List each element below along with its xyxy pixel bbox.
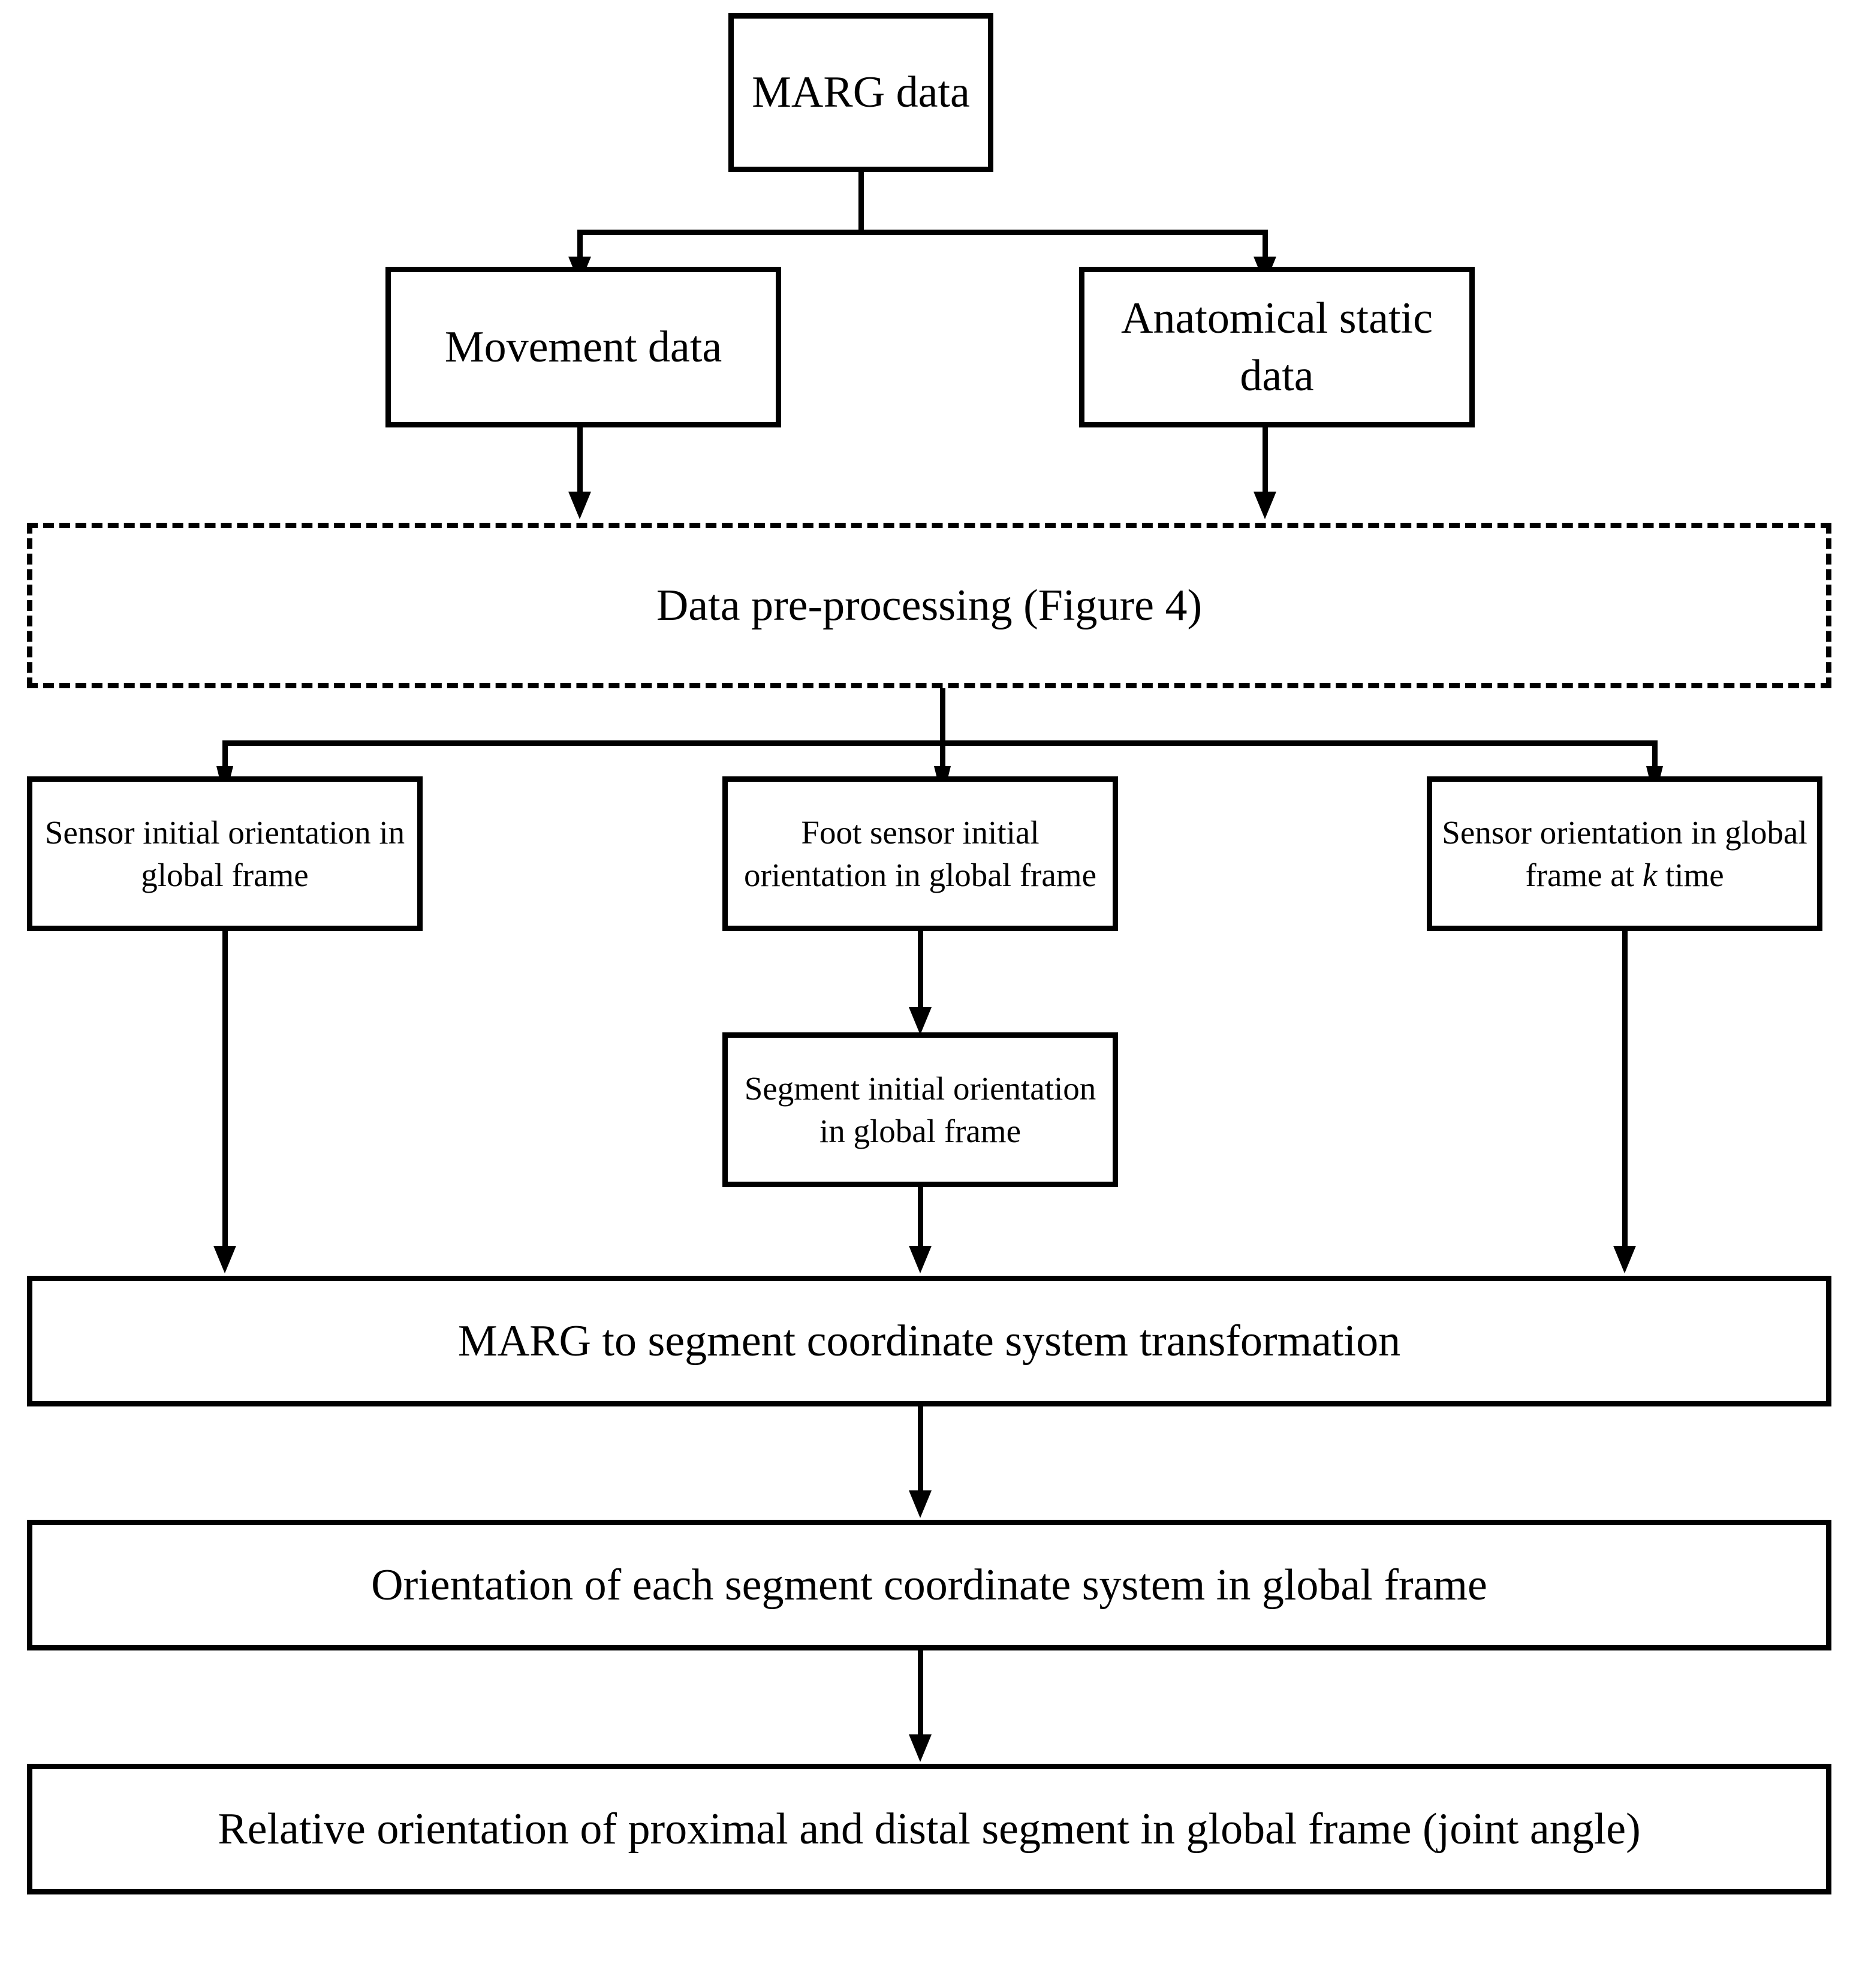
node-relative-orientation-label: Relative orientation of proximal and dis… — [218, 1804, 1641, 1854]
edge-sensor-initial-to-transform — [222, 931, 228, 1249]
edge-marg-stem — [858, 172, 864, 235]
node-segment-initial-orientation-label: Segment initial orientation in global fr… — [744, 1070, 1096, 1150]
arrowhead-segment-initial-to-transform — [909, 1246, 932, 1273]
arrowhead-sensor-initial-to-transform — [213, 1246, 236, 1273]
node-sensor-orientation-k-label: Sensor orientation in global frame at k … — [1432, 811, 1817, 897]
node-relative-orientation: Relative orientation of proximal and dis… — [27, 1764, 1831, 1894]
edge-transform-to-orientation — [918, 1406, 923, 1493]
edge-orientation-to-relative — [918, 1650, 923, 1737]
node-movement-data-label: Movement data — [444, 322, 722, 372]
node-anatomical-static-data-label: Anatomical static data — [1121, 293, 1433, 400]
node-marg-to-segment-transformation: MARG to segment coordinate system transf… — [27, 1276, 1831, 1406]
arrowhead-orientation-to-relative — [909, 1734, 932, 1762]
arrowhead-transform-to-orientation — [909, 1490, 932, 1518]
edge-movement-to-preprocessing — [577, 427, 583, 495]
node-marg-data-label: MARG data — [752, 68, 970, 118]
edge-anatomical-to-preprocessing — [1263, 427, 1268, 495]
edge-marg-left-drop — [577, 230, 583, 261]
node-sensor-initial-orientation: Sensor initial orientation in global fra… — [27, 776, 423, 931]
node-sensor-orientation-k: Sensor orientation in global frame at k … — [1427, 776, 1822, 931]
node-sensor-orientation-k-variable: k — [1642, 857, 1658, 893]
arrowhead-foot-to-segment — [909, 1007, 932, 1035]
node-data-preprocessing: Data pre-processing (Figure 4) — [27, 523, 1831, 688]
node-data-preprocessing-label: Data pre-processing (Figure 4) — [656, 580, 1203, 630]
node-segment-initial-orientation: Segment initial orientation in global fr… — [722, 1032, 1118, 1187]
edge-marg-bus — [577, 230, 1268, 235]
node-sensor-initial-orientation-label: Sensor initial orientation in global fra… — [44, 814, 405, 894]
node-marg-data: MARG data — [728, 13, 993, 172]
edge-segment-initial-to-transform — [918, 1187, 923, 1249]
edge-sensor-k-to-transform — [1622, 931, 1628, 1249]
edge-foot-to-segment — [918, 931, 923, 1011]
node-marg-to-segment-transformation-label: MARG to segment coordinate system transf… — [457, 1316, 1401, 1366]
node-orientation-each-segment-label: Orientation of each segment coordinate s… — [371, 1560, 1487, 1610]
node-orientation-each-segment: Orientation of each segment coordinate s… — [27, 1520, 1831, 1650]
edge-marg-right-drop — [1263, 230, 1268, 261]
edge-preprocessing-right-drop — [1652, 740, 1658, 770]
node-foot-sensor-initial-orientation: Foot sensor initial orientation in globa… — [722, 776, 1118, 931]
arrowhead-anatomical-to-preprocessing — [1254, 492, 1276, 519]
arrowhead-sensor-k-to-transform — [1613, 1246, 1636, 1273]
edge-preprocessing-left-drop — [222, 740, 228, 770]
node-anatomical-static-data: Anatomical static data — [1079, 267, 1475, 427]
edge-preprocessing-mid-drop — [940, 740, 945, 770]
edge-preprocessing-stem — [940, 688, 945, 745]
arrowhead-movement-to-preprocessing — [568, 492, 591, 519]
node-sensor-orientation-k-text1: Sensor orientation in global frame at — [1442, 814, 1807, 894]
node-sensor-orientation-k-text2: time — [1657, 857, 1724, 893]
node-movement-data: Movement data — [385, 267, 781, 427]
node-foot-sensor-initial-orientation-label: Foot sensor initial orientation in globa… — [743, 814, 1096, 894]
